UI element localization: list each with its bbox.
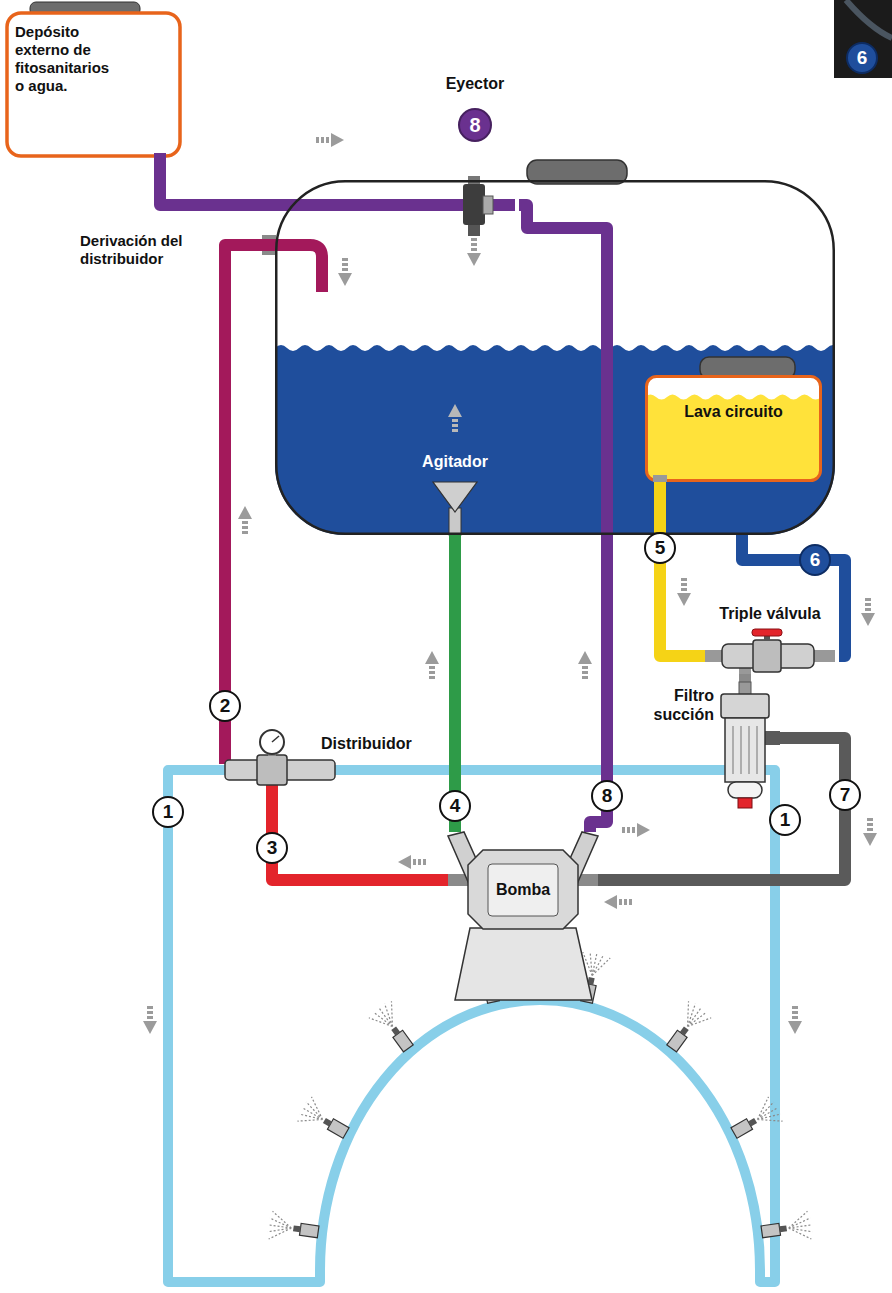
suction-filter: Filtro succión (640, 682, 780, 838)
pipe-stub (331, 765, 367, 775)
pipe-connector (272, 796, 448, 880)
photo-corner (834, 0, 892, 78)
pump-plate (488, 864, 558, 916)
photo-highlight (846, 0, 892, 38)
callout-number: 4 (439, 790, 471, 822)
nozzle (660, 999, 713, 1057)
pipe-connector (225, 245, 275, 728)
pipe-connector (742, 535, 845, 656)
flow-arrow (238, 506, 252, 534)
pipe-stub (154, 153, 166, 158)
rinse-tank: Lava circuito (645, 375, 826, 482)
nozzle (295, 1095, 353, 1145)
tank-outline (647, 377, 821, 481)
node-shape (435, 72, 519, 225)
tank-outline (276, 181, 834, 534)
gauge-needle (272, 736, 279, 742)
part-label: Eyector (435, 74, 515, 93)
callout-number: 2 (209, 690, 241, 722)
filter-body (725, 718, 765, 782)
flow-arrows (143, 133, 877, 1034)
tank-body (7, 13, 180, 156)
boom-pipe-right (355, 770, 775, 1282)
main-tank: Agitador Lava circuito (275, 180, 835, 535)
distributor-block (257, 755, 287, 785)
node-shape (645, 375, 826, 482)
callout-number: 8 (458, 108, 492, 142)
valve-handle (752, 629, 782, 636)
nozzle (727, 1095, 785, 1145)
part-label: Triple válvula (705, 604, 835, 623)
boom-pipe-left (168, 770, 320, 1282)
distributor: Distribuidor (205, 728, 421, 796)
flow-arrow (425, 651, 439, 679)
filter-bowl (728, 782, 762, 798)
callout-number: 6 (846, 42, 878, 74)
part-label: Agitador (412, 452, 498, 471)
flow-arrow (338, 258, 352, 286)
part-label: Derivación del distribuidor (80, 232, 220, 268)
flow-arrow (143, 1006, 157, 1034)
valve-block (753, 640, 781, 672)
nozzle (266, 1211, 320, 1246)
part-label: Filtro succión (642, 686, 714, 724)
filter-drain (738, 798, 752, 808)
flow-arrow (604, 895, 632, 909)
node-shape (640, 682, 780, 838)
pressure-gauge (260, 730, 284, 754)
flow-arrow (448, 404, 462, 432)
tank-water (275, 345, 835, 535)
flow-arrow (622, 823, 650, 837)
boom-arc (320, 1000, 760, 1270)
flow-arrow (788, 1006, 802, 1034)
part-label: Depósito externo de fitosanitarios o agu… (15, 23, 119, 95)
callout-number: 8 (591, 780, 623, 812)
callout-number: 1 (769, 804, 801, 836)
flow-arrow (861, 598, 875, 626)
pipe-stub (435, 199, 465, 211)
flow-arrow (863, 818, 877, 846)
triple-valve: Triple válvula (705, 604, 839, 674)
pipe-connector (519, 205, 607, 832)
flow-arrow (398, 855, 426, 869)
rinse-liquid (647, 395, 821, 481)
pipe-connector (739, 674, 751, 682)
bypass-outlet (270, 245, 322, 292)
flow-arrow (467, 238, 481, 266)
outlet-fitting (653, 475, 667, 482)
callout-number: 1 (152, 796, 184, 828)
pump-body (468, 850, 578, 929)
pump: Bomba (448, 832, 598, 930)
pipe-connector (598, 738, 845, 880)
callout-number: 3 (256, 832, 288, 864)
part-label: Distribuidor (321, 734, 417, 753)
pipe-stub (219, 728, 231, 764)
callout-number: 7 (829, 779, 861, 811)
filter-mesh (733, 726, 757, 774)
nozzle (367, 999, 420, 1057)
pump-stand (455, 928, 592, 1000)
ejector-coupling (483, 196, 493, 214)
flow-arrow (578, 651, 592, 679)
ejector-body (463, 184, 485, 225)
callout-number: 6 (799, 544, 831, 576)
flow-arrow (316, 133, 344, 147)
filter-head (721, 694, 769, 718)
supply-tank: Depósito externo de fitosanitarios o agu… (5, 5, 182, 158)
agitator-cone (433, 482, 477, 512)
part-label: Bomba (488, 880, 558, 899)
pipe-connector (449, 535, 461, 832)
nozzle (760, 1211, 814, 1246)
part-label: Lava circuito (645, 402, 822, 421)
ejector: Eyector 8 (435, 72, 519, 225)
pipe-connector (660, 482, 705, 656)
flow-arrow (677, 578, 691, 606)
callout-number: 5 (644, 532, 676, 564)
